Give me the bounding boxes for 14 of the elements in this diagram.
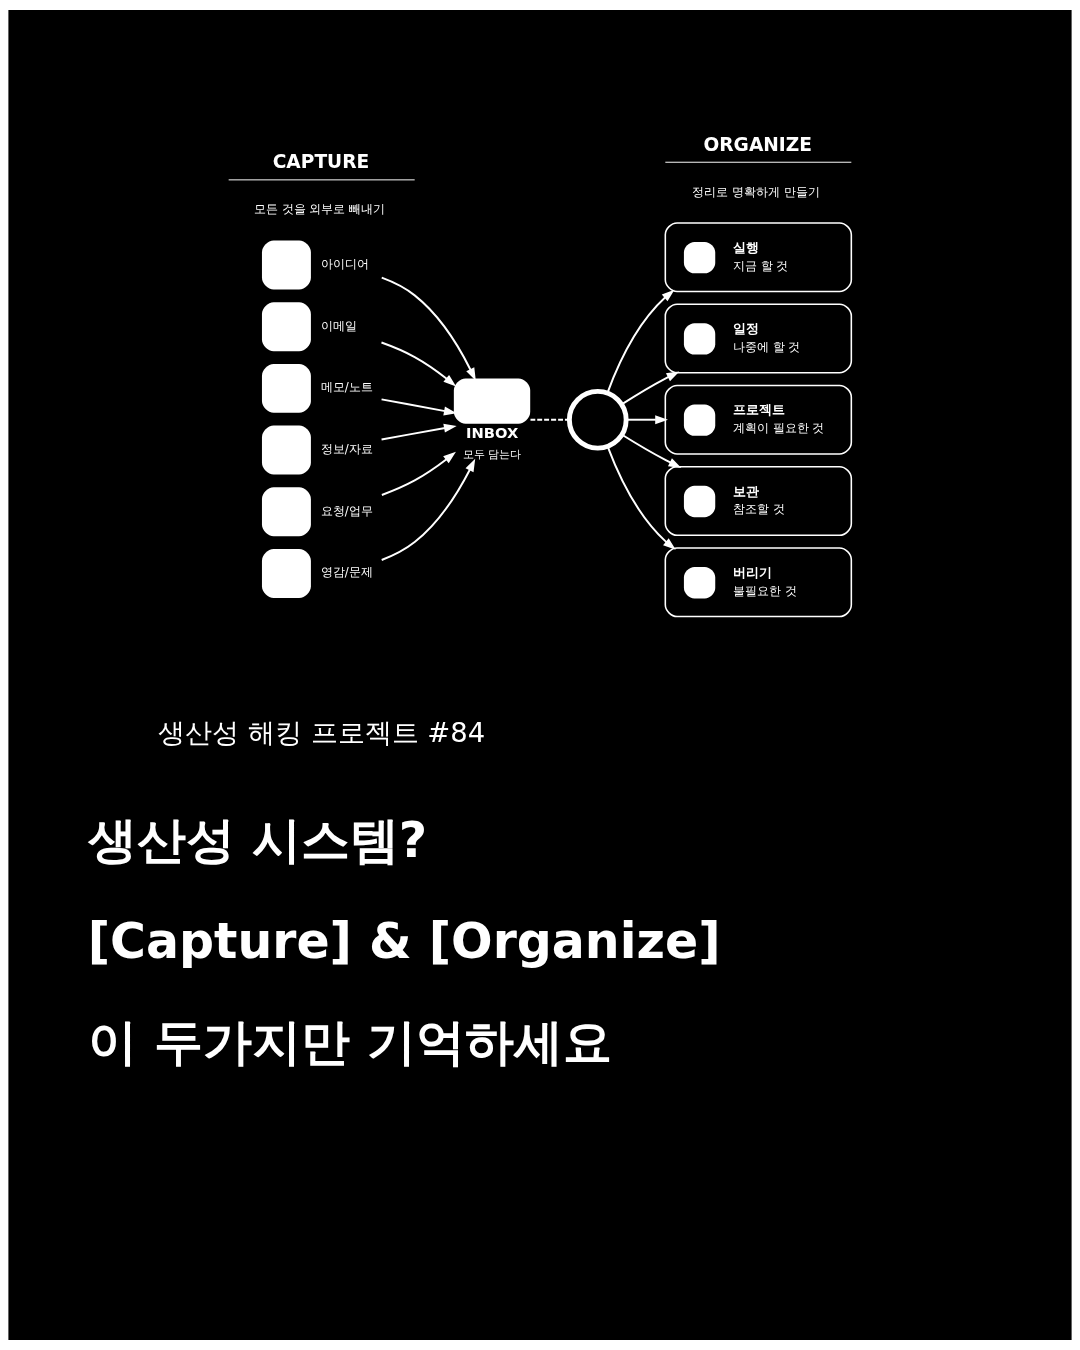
- diagram-title: 생산성 시스템? [Capture] & [Organize] 이 두가지만 기억하세요: [87, 811, 721, 1071]
- node-label: INBOX: [466, 424, 519, 442]
- label: 모든 것을 외부로 빼내기: [253, 202, 386, 217]
- node-label: 영감/문제: [320, 565, 373, 580]
- node-label: 정보/자료: [320, 442, 373, 457]
- label: ORGANIZE: [703, 133, 812, 155]
- node-label: 모두 담는다: [462, 447, 522, 461]
- label: 생산성 해킹 프로젝트 #84: [158, 717, 486, 749]
- node-label: 메모/노트: [320, 380, 373, 395]
- node-label: 이메일: [320, 318, 357, 333]
- label: 정리로 명확하게 만들기: [691, 184, 820, 199]
- label: CAPTURE: [272, 151, 370, 173]
- node-label: 요청/업무: [320, 503, 373, 518]
- node-label: 아이디어: [320, 257, 369, 272]
